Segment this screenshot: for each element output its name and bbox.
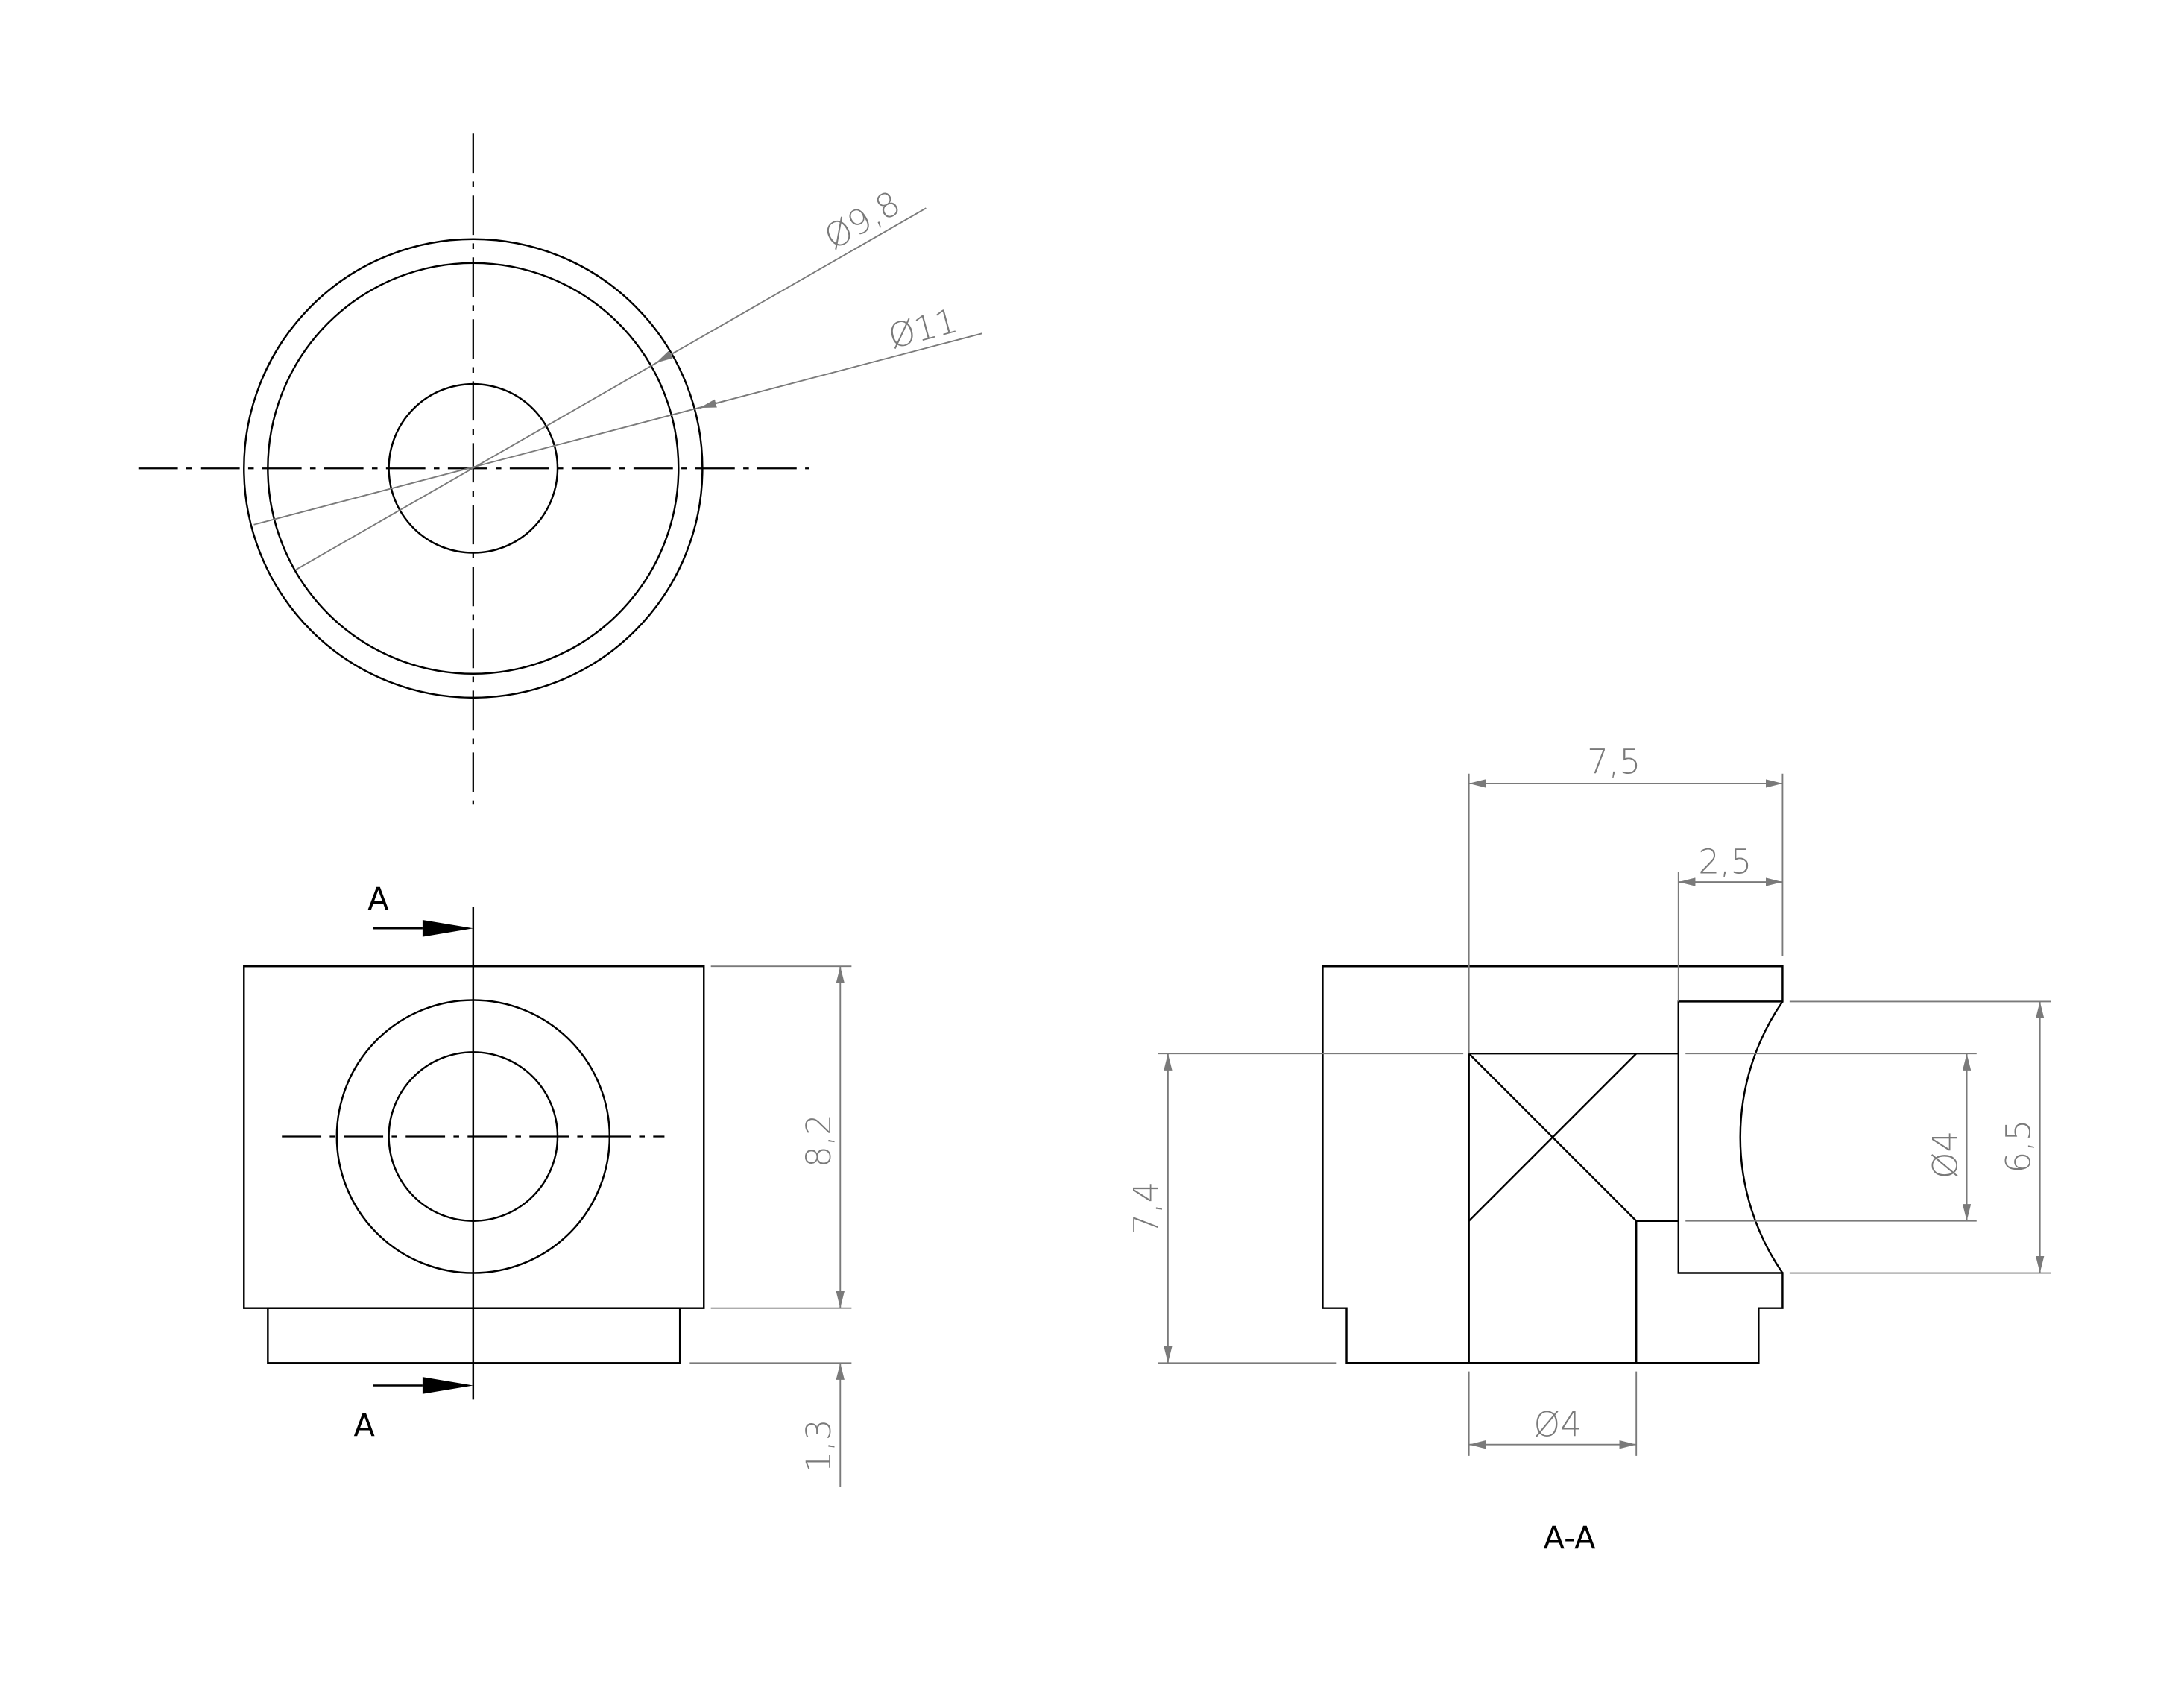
bore-diameter-label: Ø4 <box>1533 1405 1581 1444</box>
bore-height-label: 7,4 <box>1127 1182 1167 1235</box>
groove-arc <box>1739 1000 1784 1274</box>
section-arrow-top <box>422 919 473 937</box>
diameter-9-8-leader <box>295 207 927 570</box>
section-label-top: A <box>367 881 389 918</box>
section-view: 7,5 2,5 Ø4 6,5 7,4 Ø4 A-A <box>1127 743 2051 1556</box>
groove-depth-label: 2,5 <box>1698 842 1752 882</box>
cross-line <box>1468 1053 1638 1222</box>
section-arrow-bottom <box>422 1377 473 1394</box>
diameter-11-arrow <box>699 399 725 409</box>
groove-height-label: 6,5 <box>1998 1120 2038 1173</box>
section-title: A-A <box>1544 1519 1597 1556</box>
hatched-section-main <box>1322 965 1784 1364</box>
diameter-9-8-arrow <box>655 350 676 364</box>
diameter-11-label: Ø11 <box>884 300 962 356</box>
front-view: A A 8,2 1,3 <box>243 881 852 1487</box>
section-label-bottom: A <box>353 1407 375 1443</box>
diameter-11-leader <box>253 332 983 526</box>
diameter-9-8-label: Ø9,8 <box>818 183 907 258</box>
hatched-section-right <box>1635 1220 1784 1364</box>
width-label: 7,5 <box>1587 743 1641 782</box>
step-label: 1,3 <box>799 1419 839 1472</box>
top-view: Ø9,8 Ø11 <box>138 133 983 805</box>
height-label: 8,2 <box>799 1114 839 1167</box>
side-hole-label: Ø4 <box>1925 1131 1965 1179</box>
